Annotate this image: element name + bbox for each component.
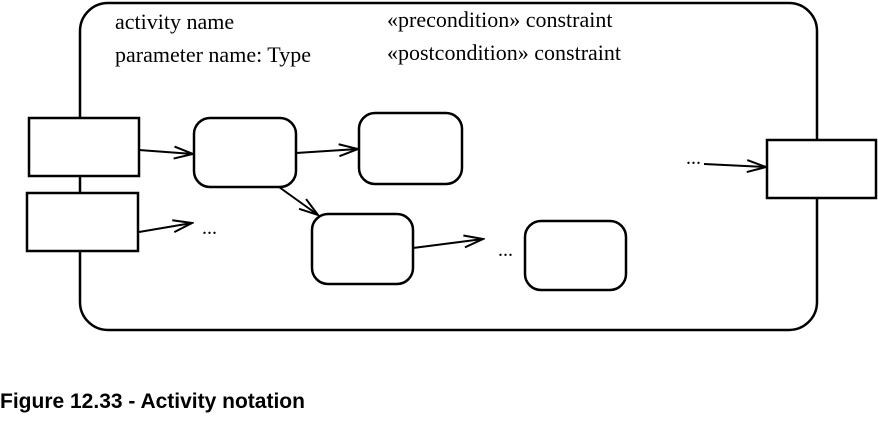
ellipsis-before-node: ... [498, 239, 513, 261]
input-parameter-node-1 [27, 116, 141, 178]
postcondition-label: «postcondition» constraint [387, 40, 621, 65]
flow-action1-to-action3 [278, 186, 318, 215]
figure-caption: Figure 12.33 - Activity notation [0, 390, 305, 413]
flow-input1-to-action1 [138, 150, 193, 154]
input-parameter-node-2 [25, 191, 140, 253]
action-node-2 [357, 111, 464, 186]
flow-input2-to-ellipsis [138, 223, 192, 232]
flow-action3-to-ellipsis [412, 239, 483, 249]
parameter-label: parameter name: Type [115, 42, 311, 67]
output-parameter-node [765, 138, 878, 200]
ellipsis-after-input: ... [202, 217, 217, 239]
flow-ellipsis-to-output [703, 164, 766, 167]
flow-action1-to-action2 [295, 149, 358, 153]
action-node-1 [192, 116, 298, 189]
activity-diagram: activity name parameter name: Type «prec… [25, 1, 878, 332]
action-node-3 [310, 212, 415, 286]
ellipsis-before-output: ... [686, 147, 701, 169]
precondition-label: «precondition» constraint [387, 7, 612, 32]
activity-name-label: activity name [115, 9, 234, 34]
action-node-4 [523, 219, 628, 292]
